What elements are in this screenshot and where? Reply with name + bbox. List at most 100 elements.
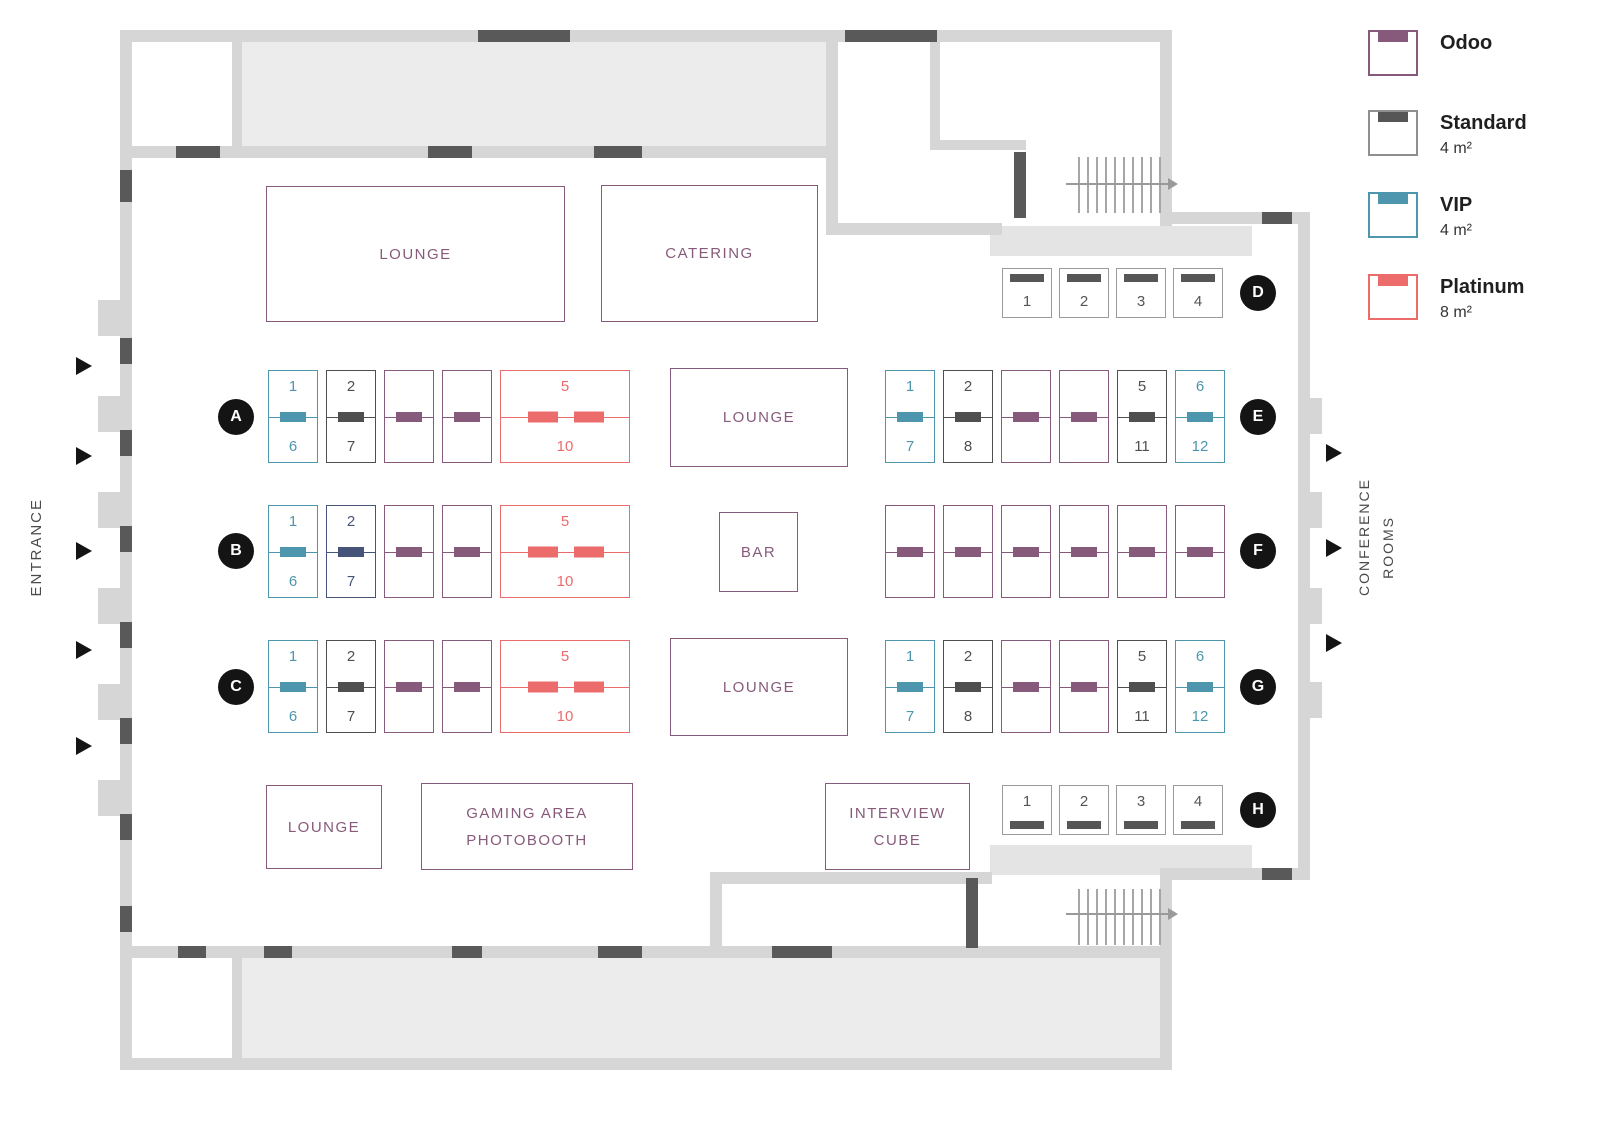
booth-H-3[interactable]: 3 xyxy=(1116,785,1166,835)
booth-number-top: 5 xyxy=(560,378,570,395)
booth-table-icon xyxy=(1378,32,1408,42)
legend-label: Odoo xyxy=(1440,32,1493,54)
conference-arrow-icon xyxy=(1326,539,1342,557)
booth-B-odoo-3[interactable] xyxy=(384,505,434,598)
booth-D-4[interactable]: 4 xyxy=(1173,268,1223,318)
booth-F-odoo-2[interactable] xyxy=(943,505,993,598)
wall-segment xyxy=(120,30,832,42)
booth-number-bottom: 12 xyxy=(1191,708,1209,725)
booth-A-odoo-3[interactable] xyxy=(384,370,434,463)
zone-label: GAMING AREA xyxy=(466,804,588,822)
wall-segment-dark xyxy=(428,146,472,158)
booth-D-2[interactable]: 2 xyxy=(1059,268,1109,318)
booth-number-bottom: 8 xyxy=(963,438,973,455)
booth-H-4[interactable]: 4 xyxy=(1173,785,1223,835)
booth-C-odoo-4[interactable] xyxy=(442,640,492,733)
booth-H-1[interactable]: 1 xyxy=(1002,785,1052,835)
booth-table xyxy=(1187,546,1213,557)
zone-lounge-center-bottom: LOUNGE xyxy=(670,638,848,736)
row-badge-D: D xyxy=(1240,275,1276,311)
conference-rooms-label-line2: ROOMS xyxy=(1380,516,1396,579)
booth-table xyxy=(1013,411,1039,422)
booth-F-odoo-1[interactable] xyxy=(885,505,935,598)
booth-G-odoo-3[interactable] xyxy=(1001,640,1051,733)
wall-segment-dark xyxy=(120,430,132,456)
booth-D-1[interactable]: 1 xyxy=(1002,268,1052,318)
wall-segment xyxy=(232,958,242,1058)
wall-segment xyxy=(130,146,830,158)
booth-number: 2 xyxy=(1079,793,1089,810)
booth-number-bottom: 7 xyxy=(905,438,915,455)
conference-arrow-icon xyxy=(1326,444,1342,462)
zone-label: LOUNGE xyxy=(722,409,796,426)
booth-G-odoo-4[interactable] xyxy=(1059,640,1109,733)
booth-table-icon xyxy=(1378,112,1408,122)
booth-number-top: 1 xyxy=(288,378,298,395)
booth-H-2[interactable]: 2 xyxy=(1059,785,1109,835)
entrance-arrow-icon xyxy=(76,447,92,465)
booth-number-top: 2 xyxy=(963,648,973,665)
zone-label: LOUNGE xyxy=(379,245,452,263)
booth-table xyxy=(1181,274,1215,282)
zone-lounge-bottom: LOUNGE xyxy=(266,785,382,869)
booth-table xyxy=(1124,821,1158,829)
booth-A-odoo-4[interactable] xyxy=(442,370,492,463)
booth-number-top: 1 xyxy=(288,648,298,665)
row-badge-B: B xyxy=(218,533,254,569)
booth-number: 2 xyxy=(1079,293,1089,310)
booth-F-odoo-3[interactable] xyxy=(1001,505,1051,598)
booth-E-odoo-3[interactable] xyxy=(1001,370,1051,463)
stairs-top-direction-line xyxy=(1066,183,1168,185)
booth-table xyxy=(897,546,923,557)
odoo-booth-icon xyxy=(1368,30,1418,76)
booth-F-odoo-5[interactable] xyxy=(1117,505,1167,598)
row-badge-A: A xyxy=(218,399,254,435)
booth-number: 1 xyxy=(1022,293,1032,310)
floor-area xyxy=(242,42,826,146)
booth-table xyxy=(897,411,923,422)
wall-segment xyxy=(1298,588,1322,624)
booth-table xyxy=(1124,274,1158,282)
booth-number-top: 5 xyxy=(1137,378,1147,395)
booth-E-odoo-4[interactable] xyxy=(1059,370,1109,463)
booth-D-3[interactable]: 3 xyxy=(1116,268,1166,318)
booth-C-odoo-3[interactable] xyxy=(384,640,434,733)
wall-segment xyxy=(1160,30,1172,226)
wall-segment-dark xyxy=(120,906,132,932)
zone-gaming-area: GAMING AREA PHOTOBOOTH xyxy=(421,783,633,870)
booth-F-odoo-4[interactable] xyxy=(1059,505,1109,598)
booth-table xyxy=(1181,821,1215,829)
booth-B-odoo-4[interactable] xyxy=(442,505,492,598)
wall-segment-dark xyxy=(1014,152,1026,218)
booth-table xyxy=(574,681,605,692)
booth-table xyxy=(1071,411,1097,422)
booth-number: 4 xyxy=(1193,293,1203,310)
booth-F-odoo-6[interactable] xyxy=(1175,505,1225,598)
floor-area xyxy=(242,958,1160,1058)
conference-arrow-icon xyxy=(1326,634,1342,652)
booth-number-bottom: 10 xyxy=(556,573,574,590)
booth-table xyxy=(338,546,364,557)
stairs-bottom-arrow-icon xyxy=(1168,908,1178,920)
entrance-label: ENTRANCE xyxy=(28,498,45,597)
